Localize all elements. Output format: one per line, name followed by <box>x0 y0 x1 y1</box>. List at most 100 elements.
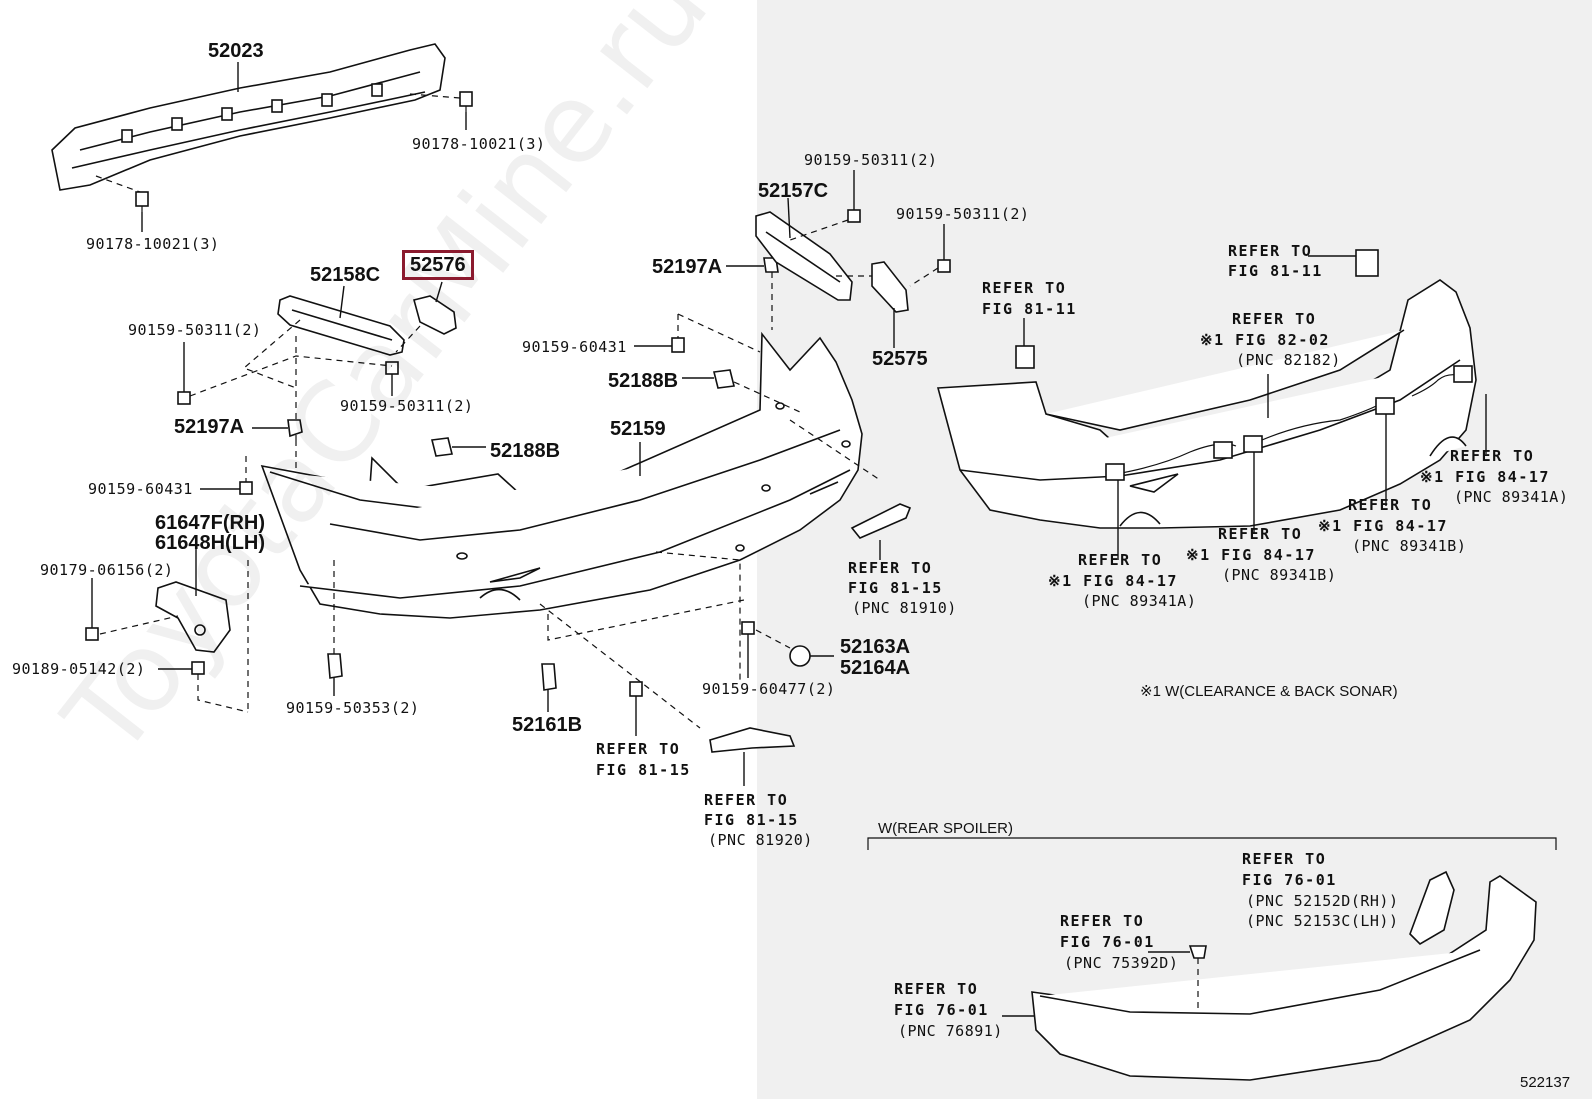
label-90159-60431-left[interactable]: 90159-60431 <box>88 480 193 498</box>
ref-81-15-c-line2[interactable]: FIG 81-15 <box>704 811 799 829</box>
label-90178-10021-right[interactable]: 90178-10021(3) <box>412 135 546 153</box>
cap-52163a <box>789 645 811 667</box>
retainer-52158c <box>277 295 405 356</box>
label-52157c[interactable]: 52157C <box>758 180 829 202</box>
label-90159-50311-d[interactable]: 90159-50311(2) <box>896 205 1030 223</box>
ref-84-17-b-line2[interactable]: ※1 FIG 84-17 <box>1186 546 1316 564</box>
label-52158c[interactable]: 52158C <box>310 264 381 286</box>
ref-82-02-line3: (PNC 82182) <box>1236 351 1341 369</box>
ref-84-17-a-line2[interactable]: ※1 FIG 84-17 <box>1048 572 1178 590</box>
label-52197a-left[interactable]: 52197A <box>174 416 245 438</box>
label-52159[interactable]: 52159 <box>610 418 666 440</box>
bolt-90159-50311-a <box>177 391 191 405</box>
clip-52188b-mid <box>431 437 453 457</box>
label-52576-highlighted[interactable]: 52576 <box>402 250 474 280</box>
ref-82-02-line2[interactable]: ※1 FIG 82-02 <box>1200 331 1330 349</box>
label-90159-60477[interactable]: 90159-60477(2) <box>702 680 836 698</box>
bumper-cover-52159 <box>260 331 863 619</box>
label-90159-50311-a[interactable]: 90159-50311(2) <box>128 321 262 339</box>
reflector-81920 <box>709 727 796 753</box>
label-90159-50311-b[interactable]: 90159-50311(2) <box>340 397 474 415</box>
ref-76-01-a-line3: (PNC 52152D(RH)) <box>1246 892 1399 910</box>
nut-90189 <box>191 661 205 675</box>
ref-76-01-b-line2[interactable]: FIG 76-01 <box>1060 933 1155 951</box>
sonar-sensors <box>1015 249 1473 481</box>
clip-52161b <box>541 663 557 691</box>
label-90159-50353[interactable]: 90159-50353(2) <box>286 699 420 717</box>
label-52197a-top[interactable]: 52197A <box>652 256 723 278</box>
bracket-52576 <box>413 295 457 335</box>
clip-90159-50353 <box>327 653 343 679</box>
shaded-panel <box>757 0 1592 1099</box>
label-61648h[interactable]: 61648H(LH) <box>155 532 266 554</box>
ref-76-01-b-line3: (PNC 75392D) <box>1064 954 1179 972</box>
bolt-90159-60477 <box>741 621 755 635</box>
bolt-90159-50311-c <box>847 209 861 223</box>
ref-81-15-c-line1: REFER TO <box>704 791 789 809</box>
bracket-52575 <box>871 261 909 313</box>
note-clearance-back-sonar: ※1 W(CLEARANCE & BACK SONAR) <box>1140 683 1398 700</box>
ref-76-01-c-line1: REFER TO <box>894 980 979 998</box>
bolt-90179 <box>85 627 99 641</box>
bumper-reinforcement <box>51 43 446 191</box>
label-90179-06156[interactable]: 90179-06156(2) <box>40 561 174 579</box>
ref-84-17-c-line1: REFER TO <box>1348 496 1433 514</box>
label-52161b[interactable]: 52161B <box>512 714 583 736</box>
screw-81-15 <box>629 681 643 697</box>
label-90159-60431-top[interactable]: 90159-60431 <box>522 338 627 356</box>
bolt-90159-50311-d <box>937 259 951 273</box>
label-52188b-mid[interactable]: 52188B <box>490 440 561 462</box>
bumper-cover-sonar-variant <box>936 279 1477 529</box>
ref-84-17-b-line1: REFER TO <box>1218 525 1303 543</box>
label-52023[interactable]: 52023 <box>208 40 264 62</box>
label-90178-10021-left[interactable]: 90178-10021(3) <box>86 235 220 253</box>
ref-84-17-d-line3: (PNC 89341A) <box>1454 488 1569 506</box>
clip-52188b-top <box>713 369 735 389</box>
ref-76-01-c-line2[interactable]: FIG 76-01 <box>894 1001 989 1019</box>
ref-81-15-a-line3: (PNC 81910) <box>852 599 957 617</box>
note-rear-spoiler: W(REAR SPOILER) <box>878 820 1014 837</box>
clip-75392d <box>1188 945 1207 959</box>
ref-82-02-line1: REFER TO <box>1232 310 1317 328</box>
ref-81-15-b-line2[interactable]: FIG 81-15 <box>596 761 691 779</box>
ref-84-17-a-line1: REFER TO <box>1078 551 1163 569</box>
ref-84-17-c-line3: (PNC 89341B) <box>1352 537 1467 555</box>
ref-84-17-d-line2[interactable]: ※1 FIG 84-17 <box>1420 468 1550 486</box>
ref-81-11-b-line2[interactable]: FIG 81-11 <box>1228 262 1323 280</box>
ref-81-15-a-line1: REFER TO <box>848 559 933 577</box>
ref-76-01-a-line4: (PNC 52153C(LH)) <box>1246 912 1399 930</box>
clip-52197a-left <box>287 419 303 438</box>
reflector-81910 <box>850 503 912 539</box>
ref-81-15-b-line1: REFER TO <box>596 740 681 758</box>
ref-84-17-c-line2[interactable]: ※1 FIG 84-17 <box>1318 517 1448 535</box>
label-52163a[interactable]: 52163A <box>840 636 911 658</box>
ref-81-11-a-line2[interactable]: FIG 81-11 <box>982 300 1077 318</box>
ref-81-15-a-line2[interactable]: FIG 81-15 <box>848 579 943 597</box>
ref-81-11-b-line1: REFER TO <box>1228 242 1313 260</box>
label-52188b-top[interactable]: 52188B <box>608 370 679 392</box>
rear-spoiler-lower <box>1031 875 1537 1081</box>
ref-76-01-b-line1: REFER TO <box>1060 912 1145 930</box>
ref-81-15-c-line3: (PNC 81920) <box>708 831 813 849</box>
ref-76-01-a-line2[interactable]: FIG 76-01 <box>1242 871 1337 889</box>
bracket-61647f-61648h <box>155 581 231 653</box>
figure-number: 522137 <box>1520 1074 1571 1091</box>
label-61647f[interactable]: 61647F(RH) <box>155 512 266 534</box>
bolt-90178-right <box>459 91 473 112</box>
ref-76-01-c-line3: (PNC 76891) <box>898 1022 1003 1040</box>
ref-84-17-a-line3: (PNC 89341A) <box>1082 592 1197 610</box>
retainer-52157c <box>755 211 853 301</box>
ref-84-17-d-line1: REFER TO <box>1450 447 1535 465</box>
bolt-90159-60431-top <box>671 337 685 353</box>
label-90159-50311-c[interactable]: 90159-50311(2) <box>804 151 938 169</box>
bolt-90159-50311-b <box>385 361 399 375</box>
label-52164a[interactable]: 52164A <box>840 657 911 679</box>
spoiler-bracket <box>1409 870 1455 946</box>
ref-76-01-a-line1: REFER TO <box>1242 850 1327 868</box>
bolt-90178-left <box>135 191 149 212</box>
label-90189-05142[interactable]: 90189-05142(2) <box>12 660 146 678</box>
label-52575[interactable]: 52575 <box>872 348 928 370</box>
bolt-90159-60431-left <box>239 481 253 495</box>
ref-84-17-b-line3: (PNC 89341B) <box>1222 566 1337 584</box>
